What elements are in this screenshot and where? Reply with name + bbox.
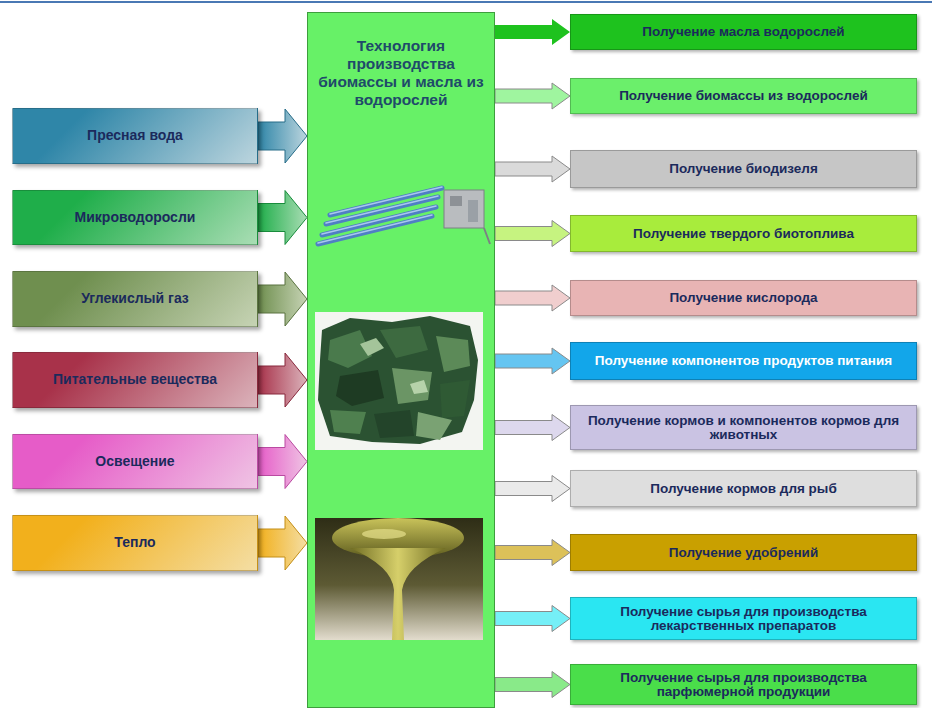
block-arrow bbox=[495, 415, 570, 441]
block-arrow bbox=[258, 272, 307, 326]
box-label: Получение удобрений bbox=[669, 546, 818, 560]
box-label: Тепло bbox=[114, 535, 155, 550]
reactor-machine bbox=[444, 190, 484, 228]
box-label: Получение биомассы из водорослей bbox=[619, 89, 868, 103]
photobioreactor-picture bbox=[318, 187, 490, 244]
box-label: Получение сырья для производства парфюме… bbox=[579, 671, 908, 699]
block-arrow bbox=[495, 285, 570, 311]
biomass-flake bbox=[374, 410, 414, 438]
input-box: Пресная вода bbox=[12, 108, 258, 164]
biomass-flake bbox=[380, 326, 428, 358]
reactor-tube bbox=[330, 188, 442, 215]
block-arrow bbox=[495, 672, 570, 698]
oil-stream bbox=[350, 548, 446, 640]
block-arrow bbox=[495, 221, 570, 247]
input-box: Углекислый газ bbox=[12, 271, 258, 327]
box-label: Пресная вода bbox=[87, 128, 183, 143]
input-box: Освещение bbox=[12, 434, 258, 489]
block-arrow bbox=[495, 19, 570, 45]
output-box: Получение удобрений bbox=[570, 534, 917, 571]
block-arrow bbox=[495, 83, 570, 109]
biomass-flake bbox=[392, 368, 432, 404]
oil-photo bbox=[315, 518, 483, 640]
block-arrow bbox=[258, 191, 307, 245]
biomass-flake bbox=[360, 338, 384, 356]
block-arrow bbox=[258, 109, 307, 163]
box-label: Получение кормов и компонентов кормов дл… bbox=[579, 414, 908, 442]
center-panel-fill bbox=[307, 12, 495, 708]
reactor-highlight bbox=[330, 187, 442, 214]
reactor-highlights bbox=[318, 187, 442, 243]
input-box: Микроводоросли bbox=[12, 190, 258, 245]
oil-gleam bbox=[362, 529, 406, 539]
block-arrow bbox=[258, 516, 307, 570]
box-label: Получение биодизеля bbox=[669, 162, 818, 176]
box-label: Углекислый газ bbox=[81, 291, 189, 306]
output-box: Получение масла водорослей bbox=[570, 14, 917, 50]
box-label: Получение масла водорослей bbox=[642, 25, 844, 39]
block-arrow bbox=[495, 540, 570, 566]
output-box: Получение компонентов продуктов питания bbox=[570, 342, 917, 380]
biomass-flake bbox=[410, 380, 428, 394]
output-box: Получение твердого биотоплива bbox=[570, 215, 917, 252]
box-label: Микроводоросли bbox=[75, 210, 196, 225]
box-label: Получение компонентов продуктов питания bbox=[595, 354, 892, 368]
output-box: Получение кормов для рыб bbox=[570, 470, 917, 507]
output-box: Получение сырья для производства парфюме… bbox=[570, 664, 917, 705]
box-label: Получение кормов для рыб bbox=[650, 482, 836, 496]
block-arrow bbox=[258, 435, 307, 489]
process-box: Технология производства биомассы и масла… bbox=[307, 12, 495, 708]
biomass-photo bbox=[315, 312, 483, 450]
block-arrow bbox=[495, 476, 570, 502]
block-arrow bbox=[495, 348, 570, 374]
output-box: Получение биомассы из водорослей bbox=[570, 78, 917, 114]
reactor-part bbox=[450, 196, 462, 206]
input-box: Питательные вещества bbox=[12, 352, 258, 408]
box-label: Получение сырья для производства лекарст… bbox=[579, 605, 908, 633]
output-box: Получение кислорода bbox=[570, 280, 917, 316]
reactor-part bbox=[468, 200, 478, 222]
box-label: Питательные вещества bbox=[53, 372, 217, 387]
biomass-flake bbox=[318, 316, 478, 444]
photo-ground bbox=[315, 312, 483, 450]
box-label: Получение кислорода bbox=[669, 291, 817, 305]
block-arrow bbox=[258, 353, 307, 407]
biomass-flake bbox=[416, 412, 452, 440]
reactor-pipe bbox=[484, 228, 490, 244]
reactor-highlight bbox=[318, 215, 432, 243]
biomass-flake bbox=[336, 370, 384, 406]
input-box: Тепло bbox=[12, 515, 258, 571]
top-rule bbox=[0, 1, 932, 3]
box-label: Получение твердого биотоплива bbox=[633, 227, 854, 241]
reactor-highlight bbox=[326, 196, 438, 223]
box-label: Освещение bbox=[95, 454, 174, 469]
biomass-flake bbox=[436, 336, 470, 372]
output-box: Получение кормов и компонентов кормов дл… bbox=[570, 405, 917, 450]
output-box: Получение сырья для производства лекарст… bbox=[570, 597, 917, 640]
photo-ground bbox=[315, 518, 483, 640]
block-arrow bbox=[495, 606, 570, 632]
block-arrow bbox=[495, 156, 570, 182]
output-box: Получение биодизеля bbox=[570, 150, 917, 188]
process-title: Технология производства биомассы и масла… bbox=[316, 37, 486, 110]
biomass-flake bbox=[330, 410, 366, 434]
reactor-tubes bbox=[318, 188, 442, 244]
biomass-flake bbox=[440, 380, 470, 418]
